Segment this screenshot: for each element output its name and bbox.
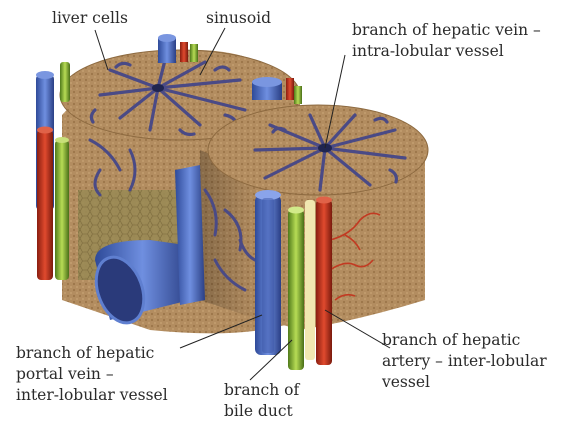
left-vessel-bundle bbox=[36, 62, 70, 280]
label-liver-cells: liver cells bbox=[52, 9, 128, 28]
label-hepatic-artery-line-3: vessel bbox=[382, 373, 430, 392]
label-sinusoid: sinusoid bbox=[206, 9, 271, 28]
label-portal-vein-line-1: branch of hepatic bbox=[16, 344, 154, 363]
label-hepatic-artery-line-1: branch of hepatic bbox=[382, 331, 520, 350]
label-bile-duct-line-1: branch of bbox=[224, 381, 299, 400]
label-bile-duct-line-2: bile duct bbox=[224, 402, 293, 421]
central-vein-left bbox=[152, 84, 164, 92]
label-portal-vein-line-3: inter-lobular vessel bbox=[16, 386, 168, 405]
label-portal-vein-line-2: portal vein – bbox=[16, 365, 114, 384]
label-hepatic-artery-line-2: artery – inter-lobular bbox=[382, 352, 547, 371]
label-hepatic-vein-line-1: branch of hepatic vein – bbox=[352, 21, 541, 40]
label-hepatic-vein-line-2: intra-lobular vessel bbox=[352, 42, 504, 61]
right-vessel-bundle bbox=[255, 190, 332, 370]
